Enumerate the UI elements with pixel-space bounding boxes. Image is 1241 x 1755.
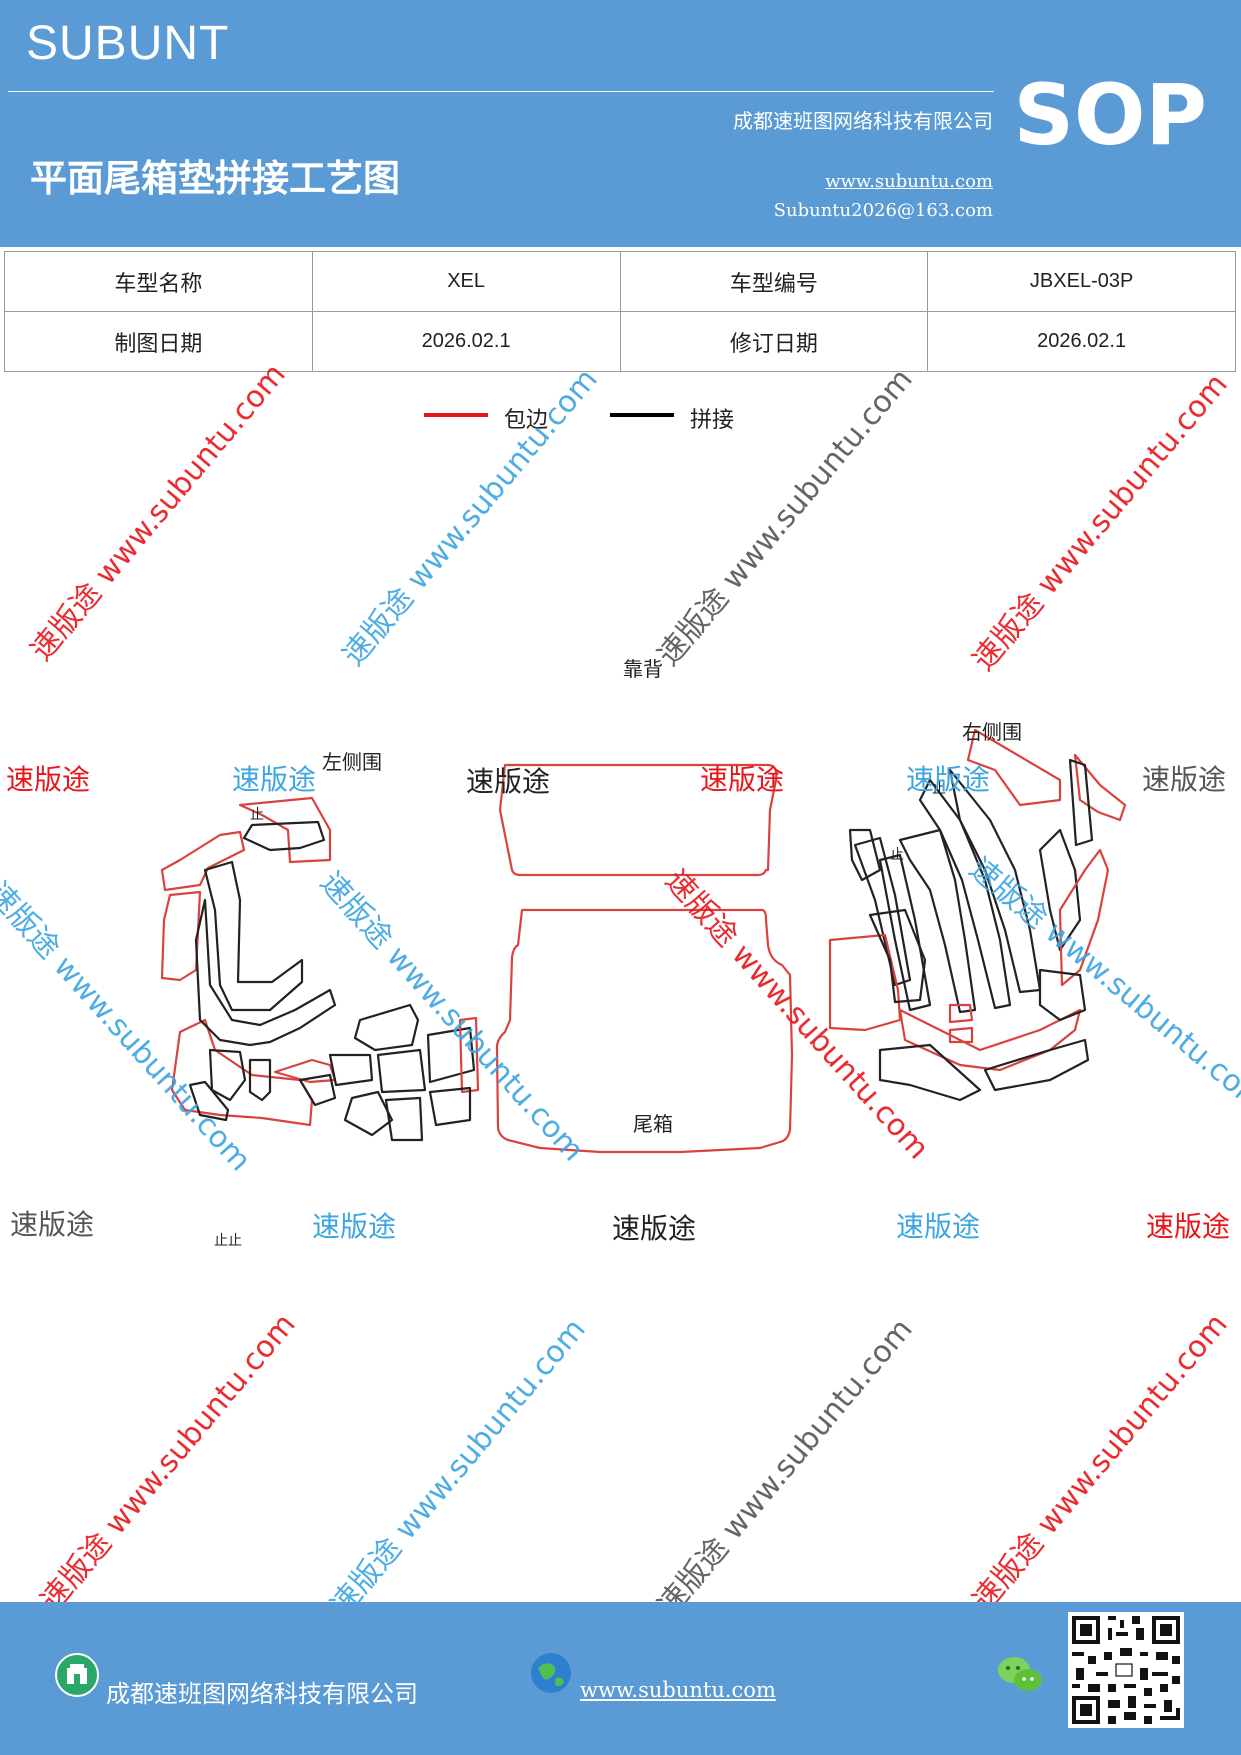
revision-date-value: 2026.02.1 [927,311,1236,372]
right-lower-piece [828,933,902,1032]
right-side-label: 右侧围 [962,720,1022,744]
right-upper-piece [966,728,1062,807]
left-upper-piece [238,796,332,864]
watermark: 速版途 www.subuntu.com [324,1312,593,1623]
footer-website-link[interactable]: www.subuntu.com [580,1678,776,1702]
vehicle-info-table: 车型名称 XEL 车型编号 JBXEL-03P 制图日期 2026.02.1 修… [4,251,1236,372]
trunk-label: 尾箱 [633,1112,673,1136]
pattern-drawing [160,728,1127,1154]
edge-legend-label: 包边 [504,408,549,433]
model-name-label: 车型名称 [4,251,313,312]
stop-mark: 止 [932,781,946,797]
watermark: 速版途 www.subuntu.com [651,1312,920,1623]
draw-date-label: 制图日期 [4,311,313,372]
seam-legend-swatch [610,413,674,417]
stop-mark: 止 [890,847,904,863]
footer-company: 成都速班图网络科技有限公司 [106,1680,418,1708]
stop-mark: 止 [250,807,264,823]
right-seam-piece [948,768,1042,994]
header-divider [8,91,994,92]
draw-date-value: 2026.02.1 [311,311,621,372]
revision-date-label: 修订日期 [619,311,929,372]
left-lower-piece [170,1018,314,1127]
trunk-panel-outline [495,908,794,1154]
brand-name: SUBUNT [26,17,230,70]
legend: 包边 拼接 [0,400,1241,440]
left-side-label: 左侧围 [322,750,382,774]
footer-banner: 成都速班图网络科技有限公司 www.subuntu.com [0,1602,1241,1755]
website-link[interactable]: www.subuntu.com [825,171,993,192]
sop-mark: SOP [1013,66,1207,164]
company-icon [55,1653,99,1697]
left-seam-piece [203,860,304,1012]
model-code-label: 车型编号 [619,251,929,312]
company-name: 成都速班图网络科技有限公司 [733,109,993,133]
back-panel-outline [498,763,778,877]
table-row: 制图日期 2026.02.1 修订日期 2026.02.1 [4,311,1236,372]
globe-icon [531,1653,571,1693]
stop-mark: 止止 [214,1233,242,1249]
seam-legend-label: 拼接 [690,408,735,433]
qr-code-pattern [1068,1612,1184,1728]
qr-code [1068,1612,1184,1728]
edge-legend-swatch [424,413,488,417]
model-name-value: XEL [311,251,621,312]
model-code-value: JBXEL-03P [927,251,1236,312]
table-row: 车型名称 XEL 车型编号 JBXEL-03P [4,251,1236,312]
email-address: Subuntu2026@163.com [773,200,993,221]
back-label: 靠背 [623,657,663,681]
header-banner: SUBUNT SOP 平面尾箱垫拼接工艺图 成都速班图网络科技有限公司 www.… [0,0,1241,247]
watermark: 速版途 www.subuntu.com [34,1307,303,1618]
mat-layout-diagram: 靠背 左侧围 右侧围 尾箱 止 止 止 止止 [0,657,1241,1280]
wechat-icon[interactable] [996,1654,1044,1696]
watermark: 速版途 www.subuntu.com [966,1307,1235,1618]
document-title: 平面尾箱垫拼接工艺图 [30,156,400,200]
